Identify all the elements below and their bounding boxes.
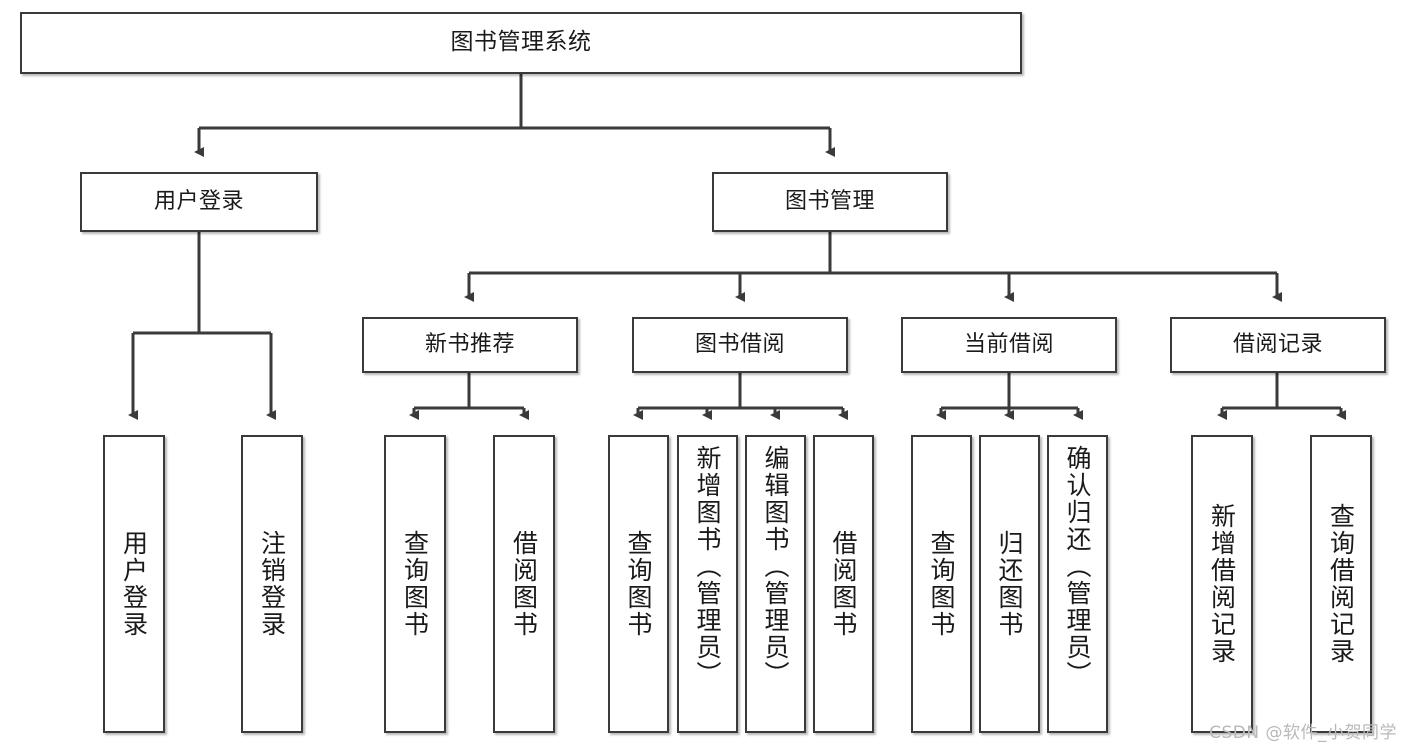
node-book-borrowing[interactable]: 图书借阅: [632, 317, 848, 373]
node-current-borrowing[interactable]: 当前借阅: [901, 317, 1117, 373]
node-label: 图书管理: [784, 189, 875, 215]
node-label: 确认归还（管理员）: [1063, 445, 1092, 688]
leaf-borrow-borrow-books[interactable]: 借阅图书: [813, 435, 874, 733]
node-label: 注销登录: [257, 530, 287, 638]
leaf-current-confirm-return-admin[interactable]: 确认归还（管理员）: [1047, 435, 1108, 733]
leaf-logout[interactable]: 注销登录: [241, 435, 303, 733]
node-label: 借阅图书: [829, 530, 858, 638]
node-user-login[interactable]: 用户登录: [80, 172, 318, 232]
node-label: 归还图书: [995, 530, 1024, 638]
node-label: 查询图书: [927, 530, 956, 638]
leaf-newbook-borrow-books[interactable]: 借阅图书: [493, 435, 555, 733]
node-label: 当前借阅: [963, 332, 1054, 358]
node-label: 用户登录: [153, 189, 244, 215]
leaf-user-login[interactable]: 用户登录: [103, 435, 165, 733]
leaf-borrow-add-book-admin[interactable]: 新增图书（管理员）: [677, 435, 738, 733]
node-label: 查询图书: [624, 530, 653, 638]
node-label: 图书管理系统: [450, 29, 592, 56]
leaf-newbook-query-books[interactable]: 查询图书: [384, 435, 446, 733]
csdn-watermark: CSDN @软件_小贺同学: [1209, 723, 1397, 743]
node-label: 用户登录: [119, 530, 149, 638]
node-root-book-management-system[interactable]: 图书管理系统: [20, 12, 1022, 74]
node-label: 借阅图书: [509, 530, 539, 638]
node-borrowing-records[interactable]: 借阅记录: [1170, 317, 1386, 373]
node-label: 新书推荐: [424, 332, 515, 358]
node-label: 查询借阅记录: [1326, 503, 1356, 665]
node-label: 编辑图书（管理员）: [761, 445, 790, 688]
leaf-records-query-record[interactable]: 查询借阅记录: [1310, 435, 1372, 733]
node-book-management[interactable]: 图书管理: [712, 172, 948, 232]
node-label: 新增借阅记录: [1207, 503, 1237, 665]
node-label: 查询图书: [400, 530, 430, 638]
node-label: 图书借阅: [694, 332, 785, 358]
node-label: 新增图书（管理员）: [693, 445, 722, 688]
leaf-current-return-books[interactable]: 归还图书: [979, 435, 1040, 733]
leaf-borrow-edit-book-admin[interactable]: 编辑图书（管理员）: [745, 435, 806, 733]
node-new-book-recommendation[interactable]: 新书推荐: [362, 317, 578, 373]
leaf-current-query-books[interactable]: 查询图书: [911, 435, 972, 733]
leaf-records-add-record[interactable]: 新增借阅记录: [1191, 435, 1253, 733]
leaf-borrow-query-books[interactable]: 查询图书: [608, 435, 669, 733]
node-label: 借阅记录: [1232, 332, 1323, 358]
